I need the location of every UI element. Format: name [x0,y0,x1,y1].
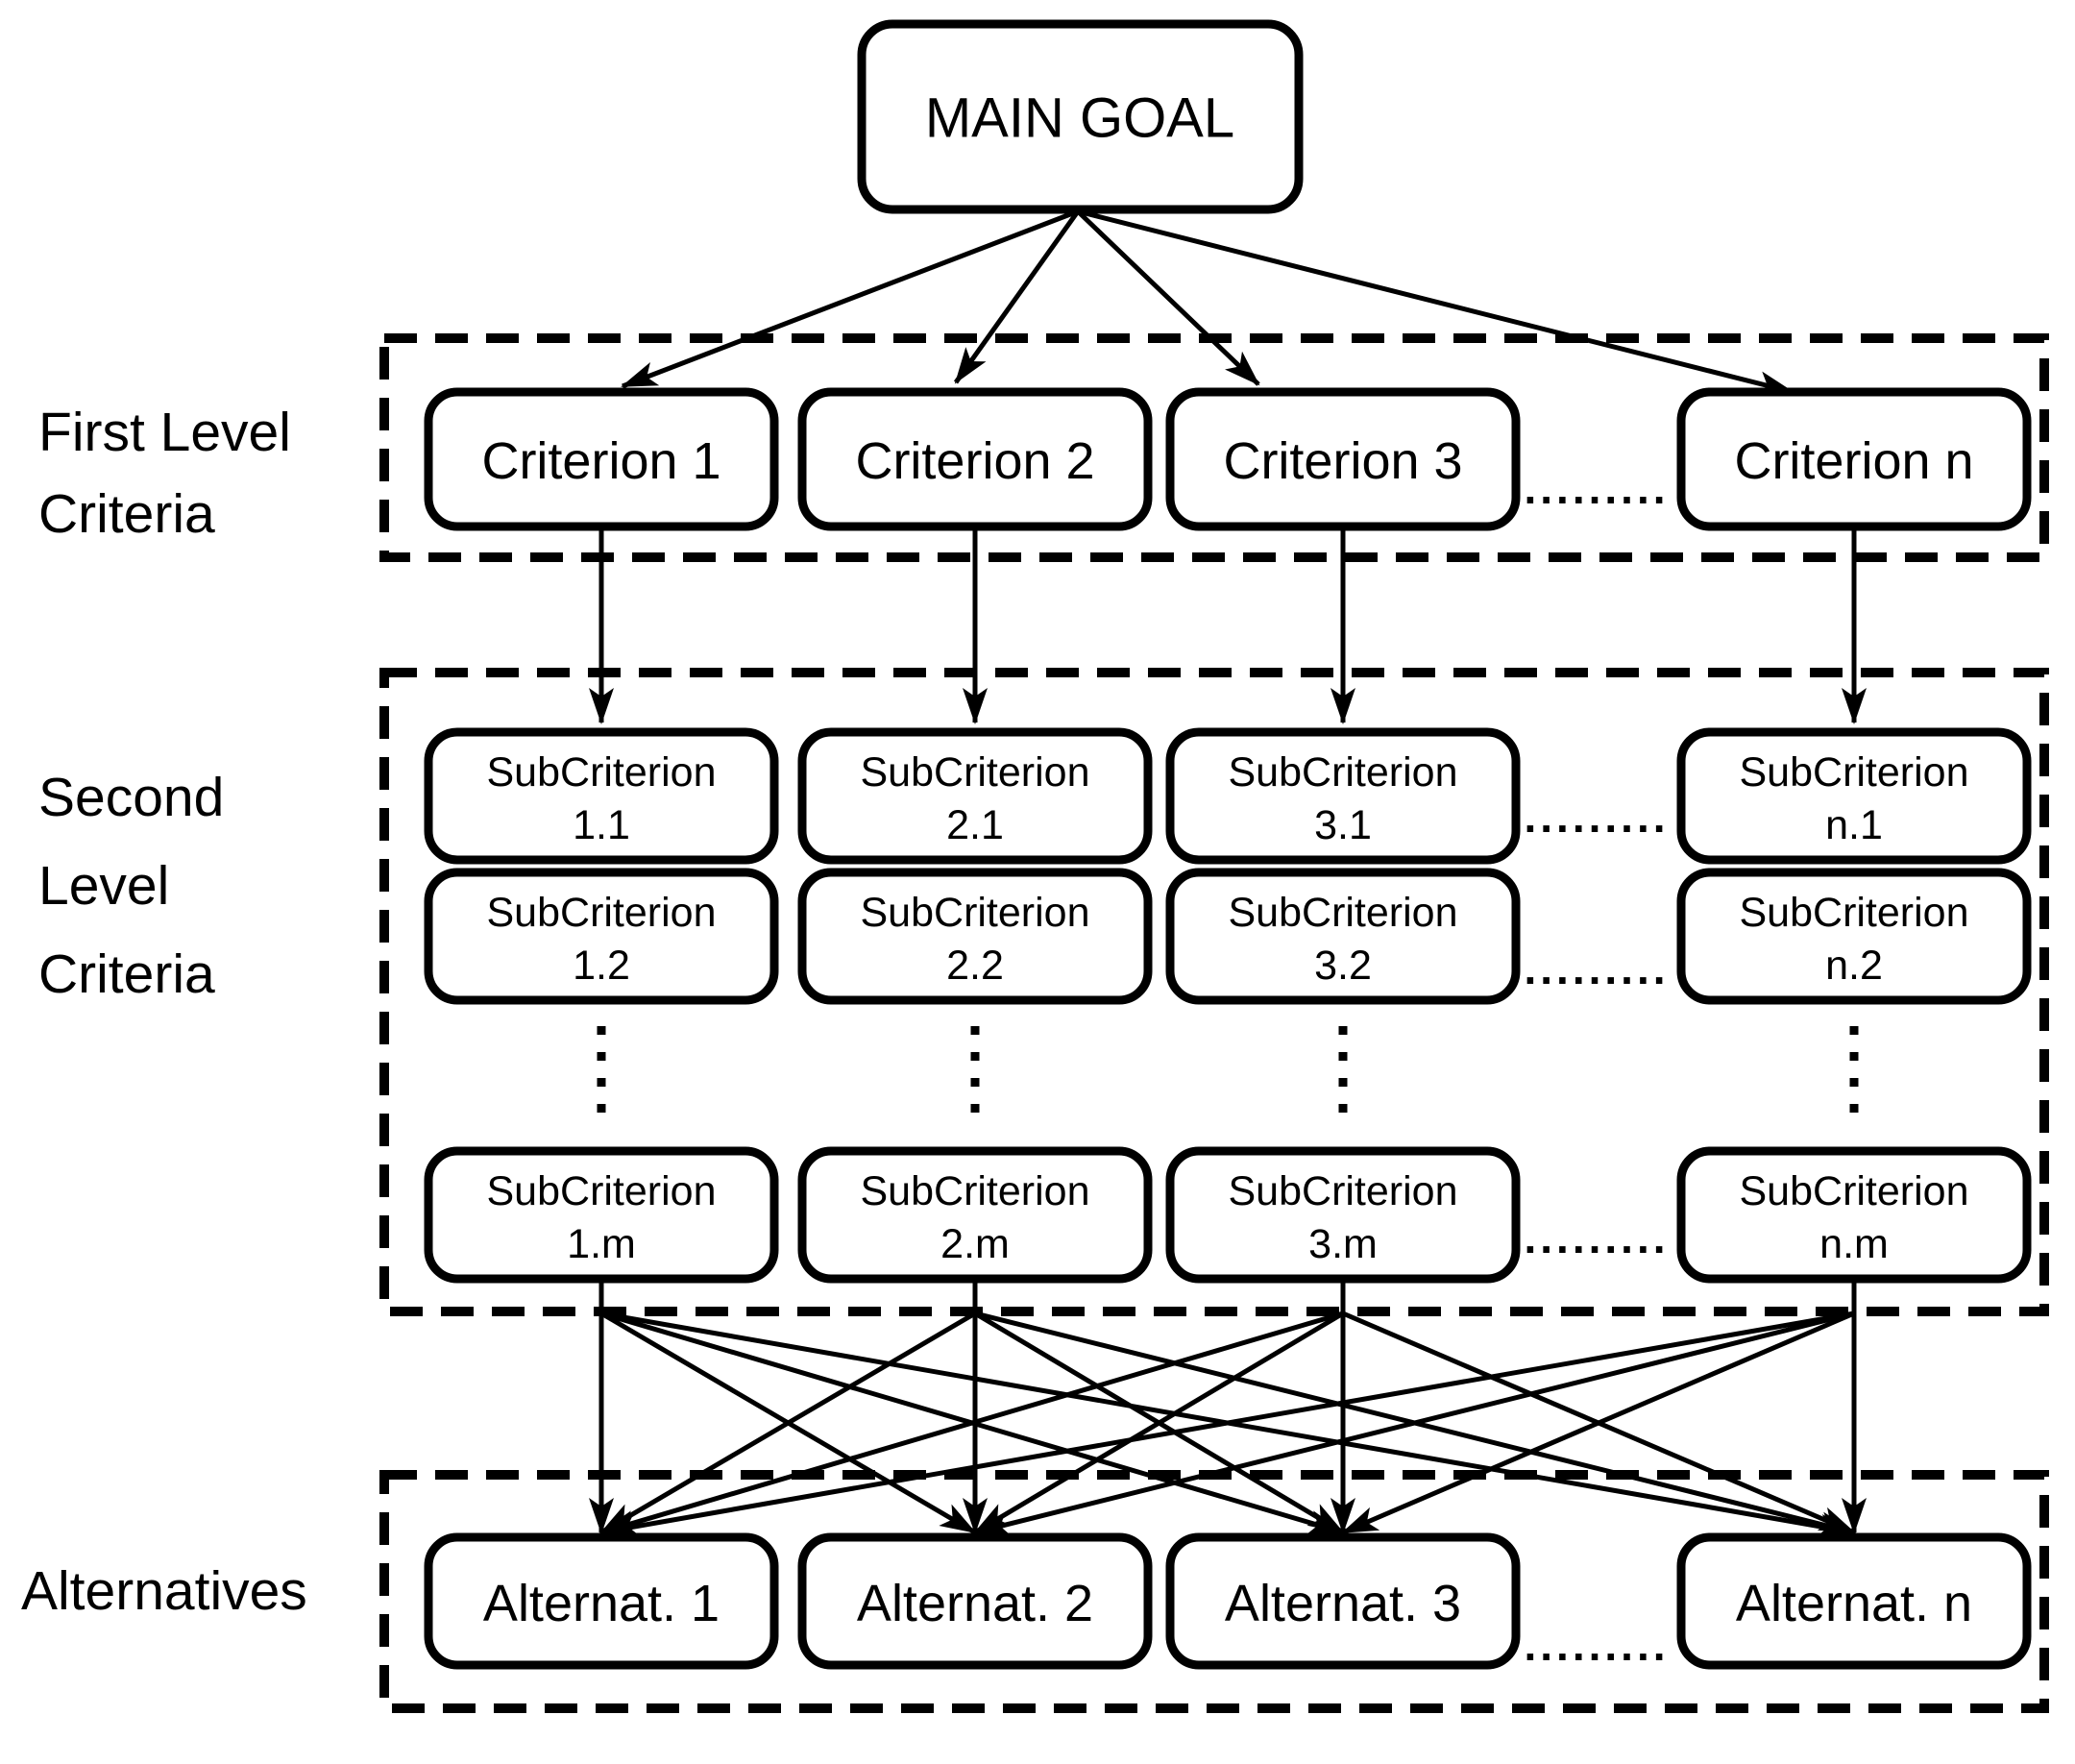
subcriterion-word: SubCriterion [861,749,1090,796]
main-goal-box [857,19,1304,214]
criterion-2-label: Criterion 2 [855,432,1094,490]
alternatives-label: Alternatives [21,1560,307,1622]
arrow-goal-criterion-3 [1076,209,1260,386]
subcriterion-2-2-index: 2.2 [946,943,1004,989]
first-level-criteria-nodes: Criterion 1 Criterion 2 Criterion 3 Crit… [424,387,2032,531]
second-level-label-line2: Level [38,855,169,917]
subcriteria-rowm-ellipsis-dots: ......... [1524,1213,1669,1262]
arrow-goal-criterion-2 [953,209,1081,384]
subcriterion-3-2-box [1165,868,1521,1005]
subcriteria-row1-ellipsis-dots: ......... [1524,792,1669,842]
criterion-3-box [1165,387,1521,531]
fan-arrow [599,1311,977,1535]
criterion-3-label: Criterion 3 [1223,432,1462,490]
alternative-n-box [1676,1532,2032,1670]
subcriterion-3-1-box [1165,727,1521,865]
second-level-label-line1: Second [38,767,224,828]
subcriterion-word: SubCriterion [1740,749,1969,796]
subcriterion-word: SubCriterion [1229,890,1458,936]
subcriterion-n-2-box [1676,868,2032,1005]
first-level-label-line1: First Level [38,402,291,463]
fan-arrow [973,1311,1855,1536]
subcriterion-2-2-box [797,868,1153,1005]
subcriterion-word: SubCriterion [487,1168,717,1214]
alternatives-ellipsis-dots: ......... [1524,1620,1669,1670]
fan-arrow [599,1311,1344,1535]
subcriteria-row2-ellipsis-dots: ......... [1524,943,1669,993]
subcriterion-1-1-index: 1.1 [573,802,630,848]
fan-arrow [973,1311,1345,1535]
subcriteria-vertical-dots [597,1026,1859,1115]
fan-arrow [1341,1311,1855,1535]
alternative-2-label: Alternat. 2 [857,1575,1093,1632]
subcriterion-n-m-index: n.m [1819,1221,1889,1267]
subcriterion-n-1-box [1676,727,2032,865]
subcriteria-bottom-stubs [598,1279,1857,1313]
arrow-goal-criterion-n [1077,208,1794,396]
goal-to-criteria-arrows [621,208,1794,396]
subcriterion-word: SubCriterion [487,890,717,936]
subcriterion-word: SubCriterion [1740,1168,1969,1214]
subcriterion-3-m-box [1165,1146,1521,1284]
subcriteria-row-m: SubCriterion SubCriterion SubCriterion S… [424,1146,2032,1284]
side-labels: First Level Criteria Second Level Criter… [21,402,307,1622]
subcriterion-word: SubCriterion [861,1168,1090,1214]
subcriteria-to-alternatives-arrows [589,1311,1867,1539]
criterion-n-box [1676,387,2032,531]
main-goal-label: MAIN GOAL [925,87,1234,150]
subcriterion-1-2-index: 1.2 [573,943,630,989]
alternative-3-label: Alternat. 3 [1225,1575,1461,1632]
subcriterion-2-m-box [797,1146,1153,1284]
subcriteria-row-1: SubCriterion SubCriterion SubCriterion S… [424,727,2032,865]
subcriterion-3-1-index: 3.1 [1314,802,1372,848]
subcriterion-1-1-box [424,727,779,865]
first-level-region [379,333,2049,562]
subcriterion-3-2-index: 3.2 [1314,943,1372,989]
subcriterion-n-m-box [1676,1146,2032,1284]
subcriterion-n-2-index: n.2 [1825,943,1883,989]
first-level-label-line2: Criteria [38,483,215,545]
alternative-1-label: Alternat. 1 [483,1575,720,1632]
subcriterion-n-1-index: n.1 [1825,802,1883,848]
criterion-n-label: Criterion n [1734,432,1973,490]
criterion-2-box [797,387,1153,531]
alternative-3-box [1165,1532,1521,1670]
alternative-2-box [797,1532,1153,1670]
subcriterion-2-1-box [797,727,1153,865]
criteria-to-subcriteria-arrows [589,528,1867,724]
alternative-1-box [424,1532,779,1670]
alternatives-nodes: Alternat. 1 Alternat. 2 Alternat. 3 Alte… [424,1532,2032,1670]
subcriterion-word: SubCriterion [1229,1168,1458,1214]
second-level-label-line3: Criteria [38,943,215,1005]
second-level-region [379,668,2049,1316]
criterion-1-label: Criterion 1 [481,432,720,490]
subcriterion-word: SubCriterion [1740,890,1969,936]
criterion-1-box [424,387,779,531]
subcriterion-2-1-index: 2.1 [946,802,1004,848]
subcriterion-1-2-box [424,868,779,1005]
subcriterion-1-m-box [424,1146,779,1284]
arrow-goal-criterion-1 [621,208,1079,389]
subcriterion-3-m-index: 3.m [1308,1221,1378,1267]
fan-arrow [599,1311,1855,1539]
subcriteria-row-2: SubCriterion SubCriterion SubCriterion S… [424,868,2032,1005]
subcriterion-word: SubCriterion [1229,749,1458,796]
subcriterion-2-m-index: 2.m [940,1221,1010,1267]
subcriterion-1-m-index: 1.m [567,1221,636,1267]
subcriterion-word: SubCriterion [861,890,1090,936]
criteria-ellipsis-dots: ......... [1524,463,1669,513]
alternative-n-label: Alternat. n [1736,1575,1972,1632]
subcriterion-word: SubCriterion [487,749,717,796]
